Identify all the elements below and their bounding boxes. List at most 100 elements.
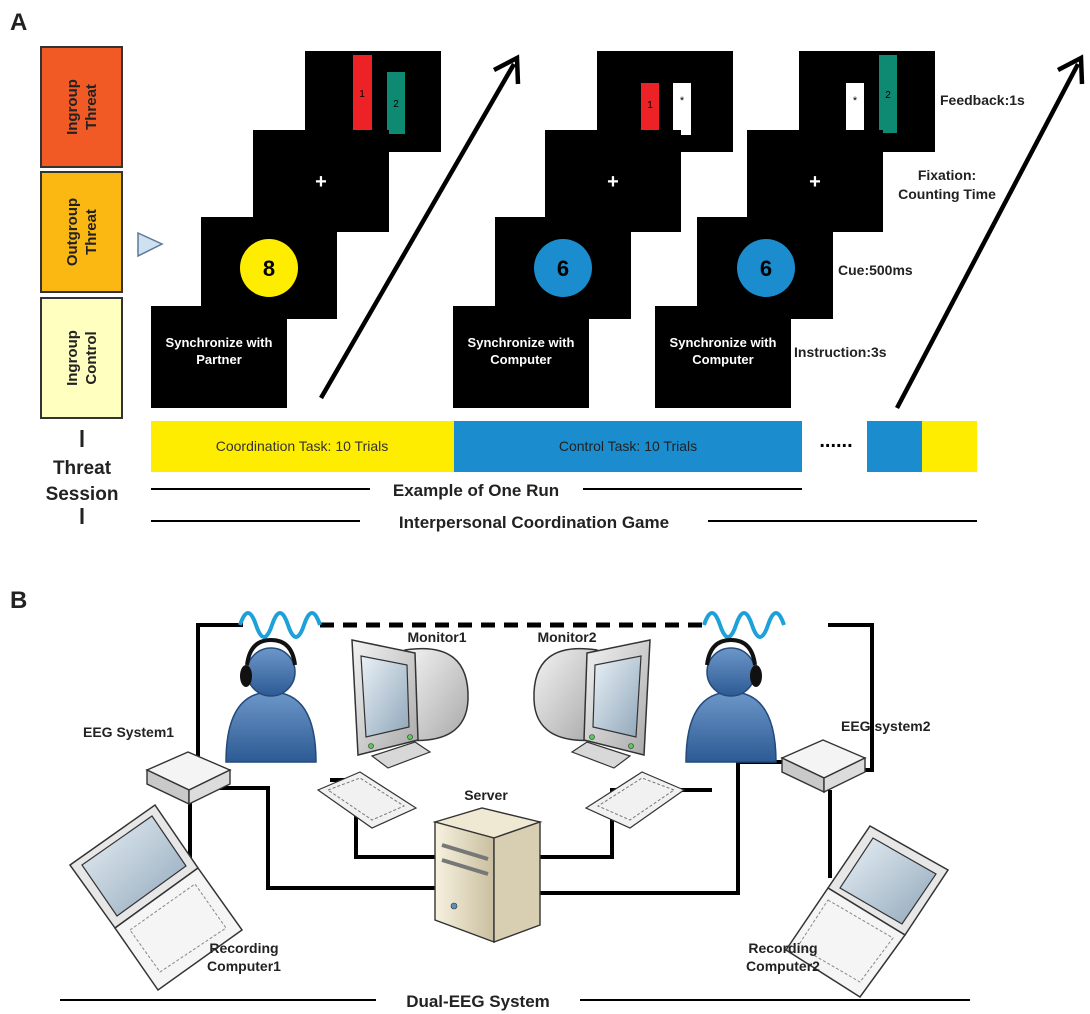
timeline-coordination-label: Coordination Task: 10 Trials	[216, 438, 389, 454]
condition-outgroup-threat: Outgroup Threat	[40, 171, 123, 293]
time-arrow-1-head-icon	[492, 54, 521, 85]
computer2-cue-number: 6	[760, 256, 772, 281]
condition-ingroup-control: Ingroup Control	[40, 297, 123, 419]
monitor-2-screen	[592, 655, 642, 738]
monitor-1-icon	[351, 639, 469, 769]
condition-ingroup-control-line1: Ingroup	[64, 330, 81, 386]
eeg-system-1-icon	[145, 751, 232, 806]
monitor-1-screen	[360, 655, 410, 738]
monitor-2-back	[533, 647, 598, 742]
partner-feedback-bar-1	[353, 55, 372, 130]
monitor-1-label: Monitor1	[407, 629, 466, 645]
server-label: Server	[464, 787, 508, 803]
monitor-2-icon	[533, 639, 651, 769]
computer1-fixation-screen	[545, 130, 681, 232]
stage-label-fixation-line1: Fixation:	[918, 167, 976, 183]
eeg-wave-left-icon	[238, 611, 322, 639]
participant-1-body	[225, 691, 317, 763]
participant-2-head	[706, 647, 756, 697]
partner-feedback-bar-2	[387, 72, 405, 134]
cable-eeg1-server	[200, 786, 436, 890]
time-arrow-2	[895, 62, 1080, 410]
participant-2-headset-icon	[705, 637, 757, 666]
cable-left-top	[196, 623, 243, 690]
stage-label-fixation-line2: Counting Time	[898, 186, 996, 202]
monitor-2-led-b	[589, 734, 595, 740]
timeline-control-label: Control Task: 10 Trials	[559, 438, 697, 454]
participant-1-head	[246, 647, 296, 697]
computer2-instruction-line2: Computer	[692, 352, 753, 367]
server-power-led	[450, 902, 458, 910]
recording-computer-2-label-line1: Recording	[748, 940, 817, 956]
keyboard-2-icon	[584, 771, 686, 829]
partner-fixation-screen	[253, 130, 389, 232]
keyboard-2-body	[584, 771, 686, 829]
keyboard-1-icon	[316, 771, 418, 829]
condition-ingroup-control-box	[40, 297, 123, 419]
eeg-wave-right-icon	[702, 611, 786, 639]
time-arrow-1	[319, 62, 516, 400]
computer2-feedback-white-bar	[846, 83, 864, 135]
eeg-system-2-side	[823, 756, 866, 794]
participant-2-body	[685, 691, 777, 763]
partner-sequence: 1 2 + 8 Synchronize with Partner	[151, 51, 441, 408]
panel-a-letter: A	[10, 9, 27, 36]
computer1-cue-circle	[534, 239, 592, 297]
condition-ingroup-threat-line2: Threat	[83, 84, 100, 130]
timeline-control-block	[454, 421, 802, 472]
recording-computer-2-icon	[784, 825, 950, 999]
panel-b-letter: B	[10, 587, 27, 614]
condition-outgroup-threat-box	[40, 171, 123, 293]
laptop-2-keyboard	[797, 899, 894, 983]
keyboard-1-keys	[326, 777, 406, 821]
server-front	[434, 821, 495, 944]
computer1-feedback-star: *	[680, 95, 685, 107]
computer2-feedback-star: *	[853, 95, 858, 107]
computer2-instruction-line1: Synchronize with	[670, 335, 777, 350]
computer1-feedback-bar-1	[641, 83, 659, 135]
eeg-system-1-label: EEG System1	[83, 724, 174, 740]
participant-2-earcup	[750, 665, 762, 687]
recording-computer-1-label-line2: Computer1	[207, 958, 281, 974]
partner-cue-circle	[240, 239, 298, 297]
computer2-fixation-cross: +	[809, 171, 821, 193]
participant-1-earcup	[240, 665, 252, 687]
monitor-2-led-a	[628, 743, 634, 749]
computer2-feedback-bar-2	[879, 55, 897, 133]
time-arrow-2-head-icon	[1056, 54, 1085, 85]
server-drive-bay-2	[441, 858, 489, 876]
eeg-system-2-label: EEG system2	[841, 718, 931, 734]
keyboard-2-keys	[596, 777, 676, 821]
laptop-1-screen	[81, 815, 187, 917]
timeline-next-control-block	[867, 421, 922, 472]
computer2-feedback-bar-2-label: 2	[885, 90, 891, 101]
monitor-2-label: Monitor2	[537, 629, 596, 645]
computer1-fixation-cross: +	[607, 171, 619, 193]
laptop-1-base	[113, 866, 244, 992]
partner-cue-number: 8	[263, 256, 275, 281]
condition-ingroup-threat-box	[40, 46, 123, 168]
computer2-instruction-screen	[655, 306, 791, 408]
laptop-2-base	[784, 886, 907, 999]
stage-label-feedback: Feedback:1s	[940, 92, 1025, 108]
computer1-instruction-line2: Computer	[490, 352, 551, 367]
participant-2-icon	[685, 637, 777, 763]
condition-outgroup-threat-line2: Threat	[83, 209, 100, 255]
session-label-line1: Threat	[53, 458, 112, 479]
timeline-coordination-block	[151, 421, 454, 472]
recording-computer-2-label-line2: Computer2	[746, 958, 820, 974]
participant-1-headset-icon	[245, 637, 297, 666]
run-label: Example of One Run	[393, 481, 559, 500]
monitor-1-led-a	[368, 743, 374, 749]
server-side	[493, 821, 541, 944]
keyboard-1-body	[316, 771, 418, 829]
session-label-line2: Session	[46, 484, 119, 505]
computer2-cue-circle	[737, 239, 795, 297]
computer-sequence-1: 1 * + 6 Synchronize with Computer	[453, 51, 733, 408]
game-label: Interpersonal Coordination Game	[399, 513, 669, 532]
recording-computer-1-label-line1: Recording	[209, 940, 278, 956]
timeline-next-coordination-block	[922, 421, 977, 472]
dual-eeg-system-label: Dual-EEG System	[406, 992, 550, 1011]
condition-ingroup-control-line2: Control	[83, 331, 100, 384]
